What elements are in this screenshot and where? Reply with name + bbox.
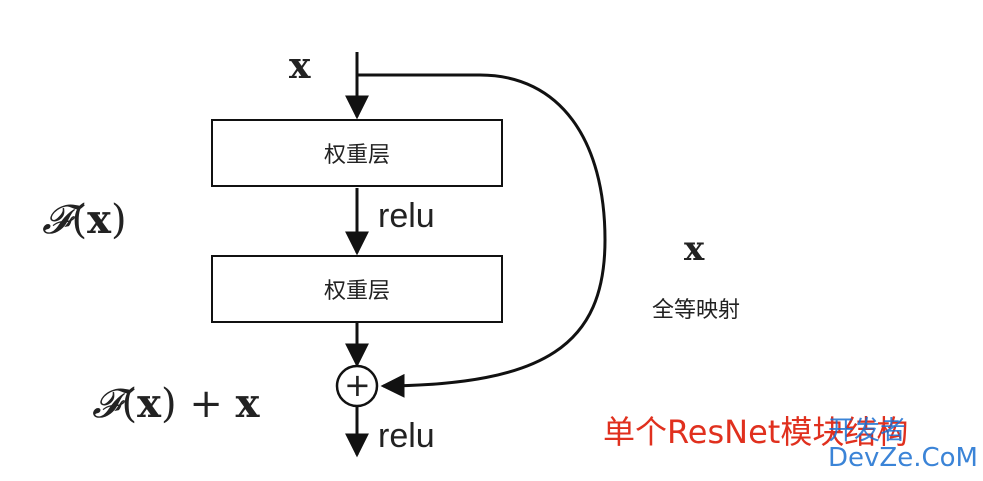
fx-arg: x (87, 196, 111, 243)
fx-plus-arg: x (137, 380, 161, 427)
fx-symbol: 𝓕 (42, 197, 72, 243)
skip-connection (357, 73, 607, 398)
weight-layer-2-label: 权重层 (323, 279, 390, 304)
weight-layer-1: 权重层 (211, 119, 503, 187)
fx-plus-x-label: 𝓕(x) + x (92, 380, 260, 427)
sum-node (335, 364, 379, 408)
plus-icon: + (344, 366, 371, 404)
weight-layer-2: 权重层 (211, 255, 503, 323)
fx-plus-add: x (235, 380, 260, 427)
fx-plus-symbol: 𝓕 (92, 381, 122, 427)
relu-out-label: relu (378, 417, 435, 455)
caption: 单个ResNet模块结构 (603, 413, 909, 451)
input-x-label: x (289, 45, 311, 87)
relu-mid-label: relu (378, 197, 435, 235)
identity-x-label: x (684, 229, 705, 269)
weight-layer-1-label: 权重层 (323, 143, 390, 168)
identity-label: 全等映射 (652, 298, 741, 323)
watermark: 开发者 DevZe.CoM (828, 416, 978, 474)
fx-label: 𝓕(x) (42, 196, 127, 243)
